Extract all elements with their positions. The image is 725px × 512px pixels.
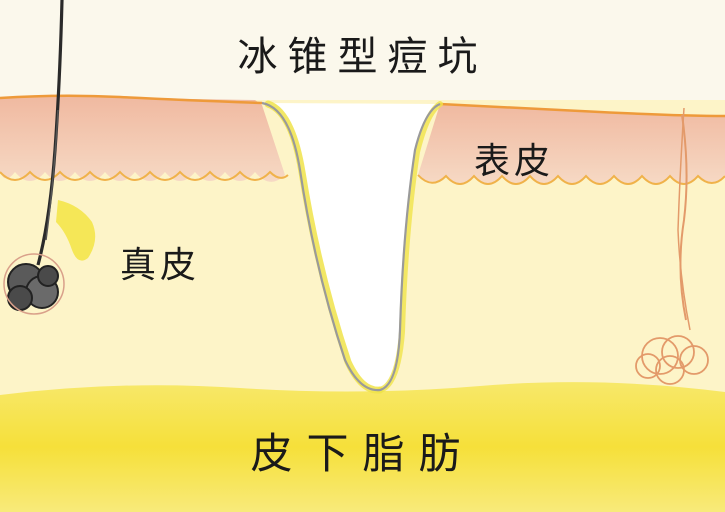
skin-surface-right xyxy=(439,102,725,118)
sweat-gland-coil xyxy=(635,335,709,385)
dermis-label: 真皮 xyxy=(120,245,201,286)
epidermis-label: 表皮 xyxy=(474,141,555,182)
ice-pick-pit xyxy=(262,103,440,391)
subcutaneous-fat-label: 皮下脂肪 xyxy=(250,429,475,478)
epidermis-base-line-right xyxy=(417,174,725,185)
epidermis-layer-right xyxy=(418,104,725,184)
pit-highlight-left xyxy=(264,100,384,394)
subcutaneous-fat-layer xyxy=(0,382,725,512)
hair-bulb xyxy=(3,253,65,315)
diagram-title: 冰锥型痘坑 xyxy=(237,34,488,80)
pit-outline xyxy=(261,101,441,392)
skin-surface-left xyxy=(0,94,263,105)
epidermis-layer-left xyxy=(0,96,285,182)
sweat-duct xyxy=(679,114,688,321)
hair-shaft-shadow xyxy=(45,109,59,241)
sebaceous-gland xyxy=(56,200,96,261)
sweat-duct-inner xyxy=(677,107,691,331)
